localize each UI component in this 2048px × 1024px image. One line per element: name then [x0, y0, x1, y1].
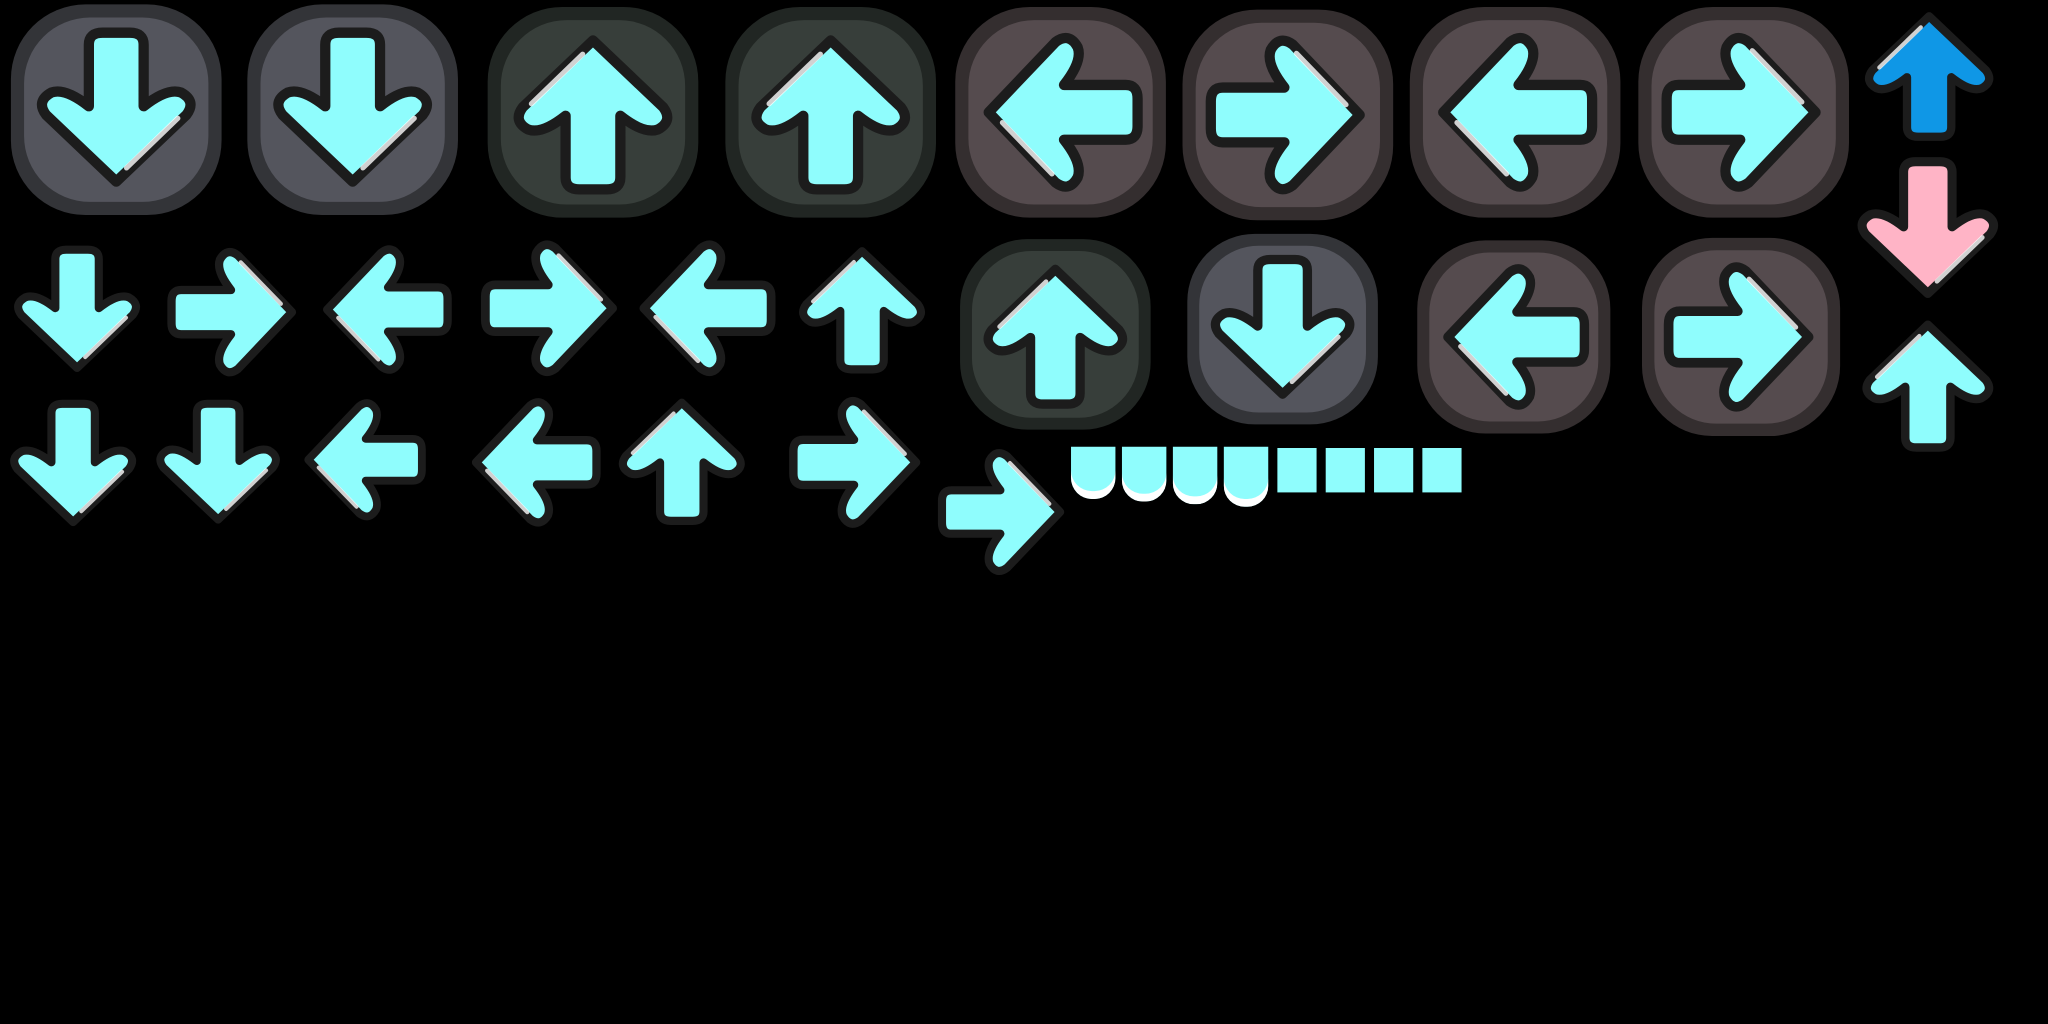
hold-tail-end — [1172, 446, 1218, 505]
hold-piece — [1277, 447, 1317, 493]
up-arrow-glow-icon — [718, 3, 943, 222]
hold-piece — [1422, 447, 1462, 493]
hold-piece — [1325, 447, 1365, 493]
hold-tail-end — [1223, 446, 1269, 507]
down-arrow-icon — [152, 397, 285, 530]
down-arrow-icon — [5, 397, 141, 533]
right-arrow-glow-icon — [1634, 3, 1853, 222]
up-arrow-glow-icon — [956, 235, 1155, 434]
left-arrow-icon — [298, 392, 429, 528]
left-arrow-icon — [465, 389, 603, 535]
right-arrow-icon — [935, 444, 1071, 580]
down-arrow-glow-icon — [4, 0, 229, 219]
hold-tail-end — [1071, 446, 1116, 499]
up-arrow-icon — [1855, 313, 2001, 454]
hold-piece — [1374, 447, 1414, 493]
up-arrow-icon — [614, 392, 750, 528]
left-arrow-icon — [316, 240, 454, 378]
hold-tail-end — [1121, 446, 1167, 502]
right-arrow-glow-icon — [1638, 232, 1844, 441]
left-arrow-glow-icon — [951, 3, 1170, 222]
right-arrow-icon — [165, 243, 303, 381]
down-arrow-pink-icon — [1849, 154, 2006, 306]
down-arrow-glow-icon — [1178, 230, 1387, 429]
right-arrow-glow-icon — [1178, 5, 1397, 224]
down-arrow-icon — [8, 243, 146, 379]
left-arrow-icon — [632, 235, 778, 381]
up-arrow-blue-icon — [1855, 5, 2004, 143]
left-arrow-glow-icon — [1405, 3, 1624, 222]
down-arrow-glow-icon — [240, 0, 465, 219]
left-arrow-glow-icon — [1413, 232, 1614, 441]
right-arrow-icon — [478, 235, 624, 381]
up-arrow-icon — [792, 240, 933, 376]
up-arrow-glow-icon — [481, 3, 706, 222]
right-arrow-icon — [786, 389, 927, 535]
